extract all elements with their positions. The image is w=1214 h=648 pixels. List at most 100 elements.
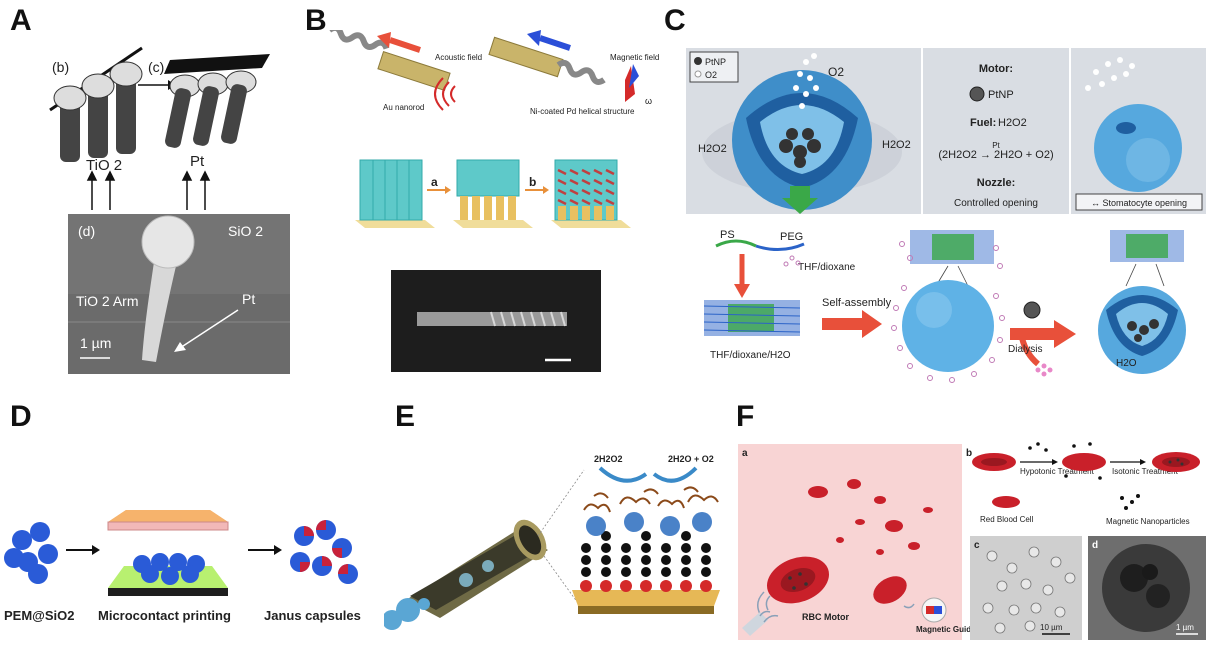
straight-pillars [165, 70, 257, 148]
template-1 [355, 159, 435, 228]
magnetic-guidance-label: Magnetic Guidance [916, 625, 990, 634]
panel-f-diagram: a RBC Motor Magnetic Guidance b Hypotoni… [738, 442, 1206, 640]
polymer-sheet-2 [910, 230, 994, 264]
e-h2o2-label: 2H2O2 [594, 454, 623, 464]
printed-spheres [133, 553, 205, 585]
sem-pt: Pt [242, 291, 255, 307]
h2o2-right: H2O2 [882, 139, 911, 151]
ptnp-cluster [779, 128, 821, 168]
reaction-equation: (2H2O2 → 2H2O + O2) [938, 149, 1053, 161]
stomatocyte-opening-label: ↔ Stomatocyte opening [1091, 198, 1187, 208]
tio2-label: TiO 2 [86, 157, 122, 174]
panel-label-c: C [664, 4, 686, 37]
polymer-sheet-3 [1110, 230, 1184, 262]
magnetic-helix [556, 59, 606, 85]
fuel-title: Fuel: [970, 117, 996, 129]
e-products-label: 2H2O + O2 [668, 454, 714, 464]
self-assembly-label: Self-assembly [822, 297, 892, 309]
f-sub-a: a [742, 448, 748, 459]
omega-label: ω [645, 96, 652, 106]
red-arrow [377, 32, 391, 48]
polymer-sheet [703, 300, 801, 336]
panel-label-d: D [10, 400, 32, 433]
panel-label-f: F [736, 400, 755, 433]
bubbles-trail [384, 598, 430, 630]
ni-pd-label: Ni-coated Pd helical structure [530, 107, 635, 116]
scale-c-label: 10 µm [1040, 623, 1063, 632]
janus-spheres [290, 520, 358, 584]
transducer [742, 612, 768, 636]
nozzle-value: Controlled opening [954, 198, 1038, 209]
au-nanorod-label: Au nanorod [383, 103, 424, 112]
reaction-catalyst: Pt [992, 141, 1000, 150]
step-a-label: a [431, 175, 438, 189]
dialysis-label: Dialysis [1008, 344, 1042, 355]
legend-ptnp: PtNP [705, 57, 726, 67]
panel-c-diagram: PtNP O2 O2 H2O2 H2O2 Motor: PtNP Fuel: H… [686, 48, 1206, 383]
sem-arm [142, 255, 176, 362]
o2-bubbles [793, 53, 819, 109]
panel-label-e: E [395, 400, 416, 433]
acoustic-label: Acoustic field [435, 53, 482, 62]
panel-label-a: A [10, 4, 32, 37]
nozzle-title: Nozzle: [977, 177, 1016, 189]
rbc-legend-cell [992, 496, 1020, 508]
surface-chains [580, 486, 719, 592]
reaction-arc-right [652, 466, 698, 483]
magnetic-label: Magnetic field [610, 53, 659, 62]
o2-label: O2 [828, 65, 844, 79]
peg-label: PEG [780, 231, 803, 243]
self-assembly-arrow [862, 310, 882, 338]
np-legend-dots [1120, 494, 1140, 510]
janus-label: Janus capsules [264, 608, 361, 623]
sem-sphere [141, 215, 195, 269]
acoustic-helix [327, 30, 390, 51]
fuel-value: H2O2 [998, 117, 1027, 129]
sem-tio2-arm: TiO 2 Arm [76, 293, 139, 309]
printing-label: Microcontact printing [98, 608, 231, 623]
microtube [406, 519, 548, 618]
thf-dioxane-h2o-label: THF/dioxane/H2O [710, 350, 791, 361]
rbc-step-2 [1062, 453, 1106, 471]
rbc-motor-label: RBC Motor [802, 612, 849, 622]
solvent-dots [891, 241, 1005, 383]
panel-a-diagram: (b) (c) TiO 2 Pt (d) SiO 2 TiO 2 Arm Pt [49, 46, 290, 374]
rbc-micrograph-cells [982, 546, 1076, 634]
np-legend-label: Magnetic Nanoparticles [1106, 517, 1190, 526]
polymersome [902, 280, 994, 372]
panel-e-diagram: 2H2O2 2H2O + O2 [384, 454, 720, 630]
f-sub-d: d [1092, 540, 1098, 551]
isotonic-label: Isotonic Treatment [1112, 467, 1179, 476]
green-down-arrow [782, 198, 818, 214]
up-arrows [86, 170, 211, 210]
sem-sio2: SiO 2 [228, 223, 263, 239]
acoustic-waves [434, 77, 456, 111]
thf-dioxane-label: THF/dioxane [798, 262, 856, 273]
panel-d-diagram: PEM@SiO2 Microcontact printing Janus cap… [4, 510, 361, 623]
sem-scale-label: 1 µm [80, 335, 111, 351]
dialysis-arrow [1054, 320, 1076, 348]
tem-rbc [1102, 544, 1190, 632]
stamp-top [108, 510, 228, 522]
reaction-arc-left [598, 466, 648, 483]
tilted-pillars [53, 61, 143, 162]
pem-spheres [4, 522, 58, 584]
au-nanorod [377, 50, 451, 92]
step-b-label: b [529, 175, 536, 189]
motor-title: Motor: [979, 63, 1013, 75]
motor-value: PtNP [988, 89, 1014, 101]
f-sub-c: c [974, 540, 980, 551]
gold-surface [572, 590, 720, 606]
pt-label: Pt [190, 153, 205, 170]
h2o2-left: H2O2 [698, 143, 727, 155]
template-2 [453, 159, 533, 228]
pem-label: PEM@SiO2 [4, 608, 74, 623]
scale-d-label: 1 µm [1176, 623, 1194, 632]
ultrasound-waves [757, 591, 915, 615]
hypotonic-label: Hypotonic Treatment [1020, 467, 1095, 476]
ps-label: PS [720, 229, 735, 241]
sub-label-c: (c) [148, 59, 164, 75]
h2o-label: H2O [1116, 358, 1137, 369]
blue-arrow [527, 30, 541, 46]
panel-b-diagram: Acoustic field Au nanorod Magnetic field… [327, 30, 659, 372]
